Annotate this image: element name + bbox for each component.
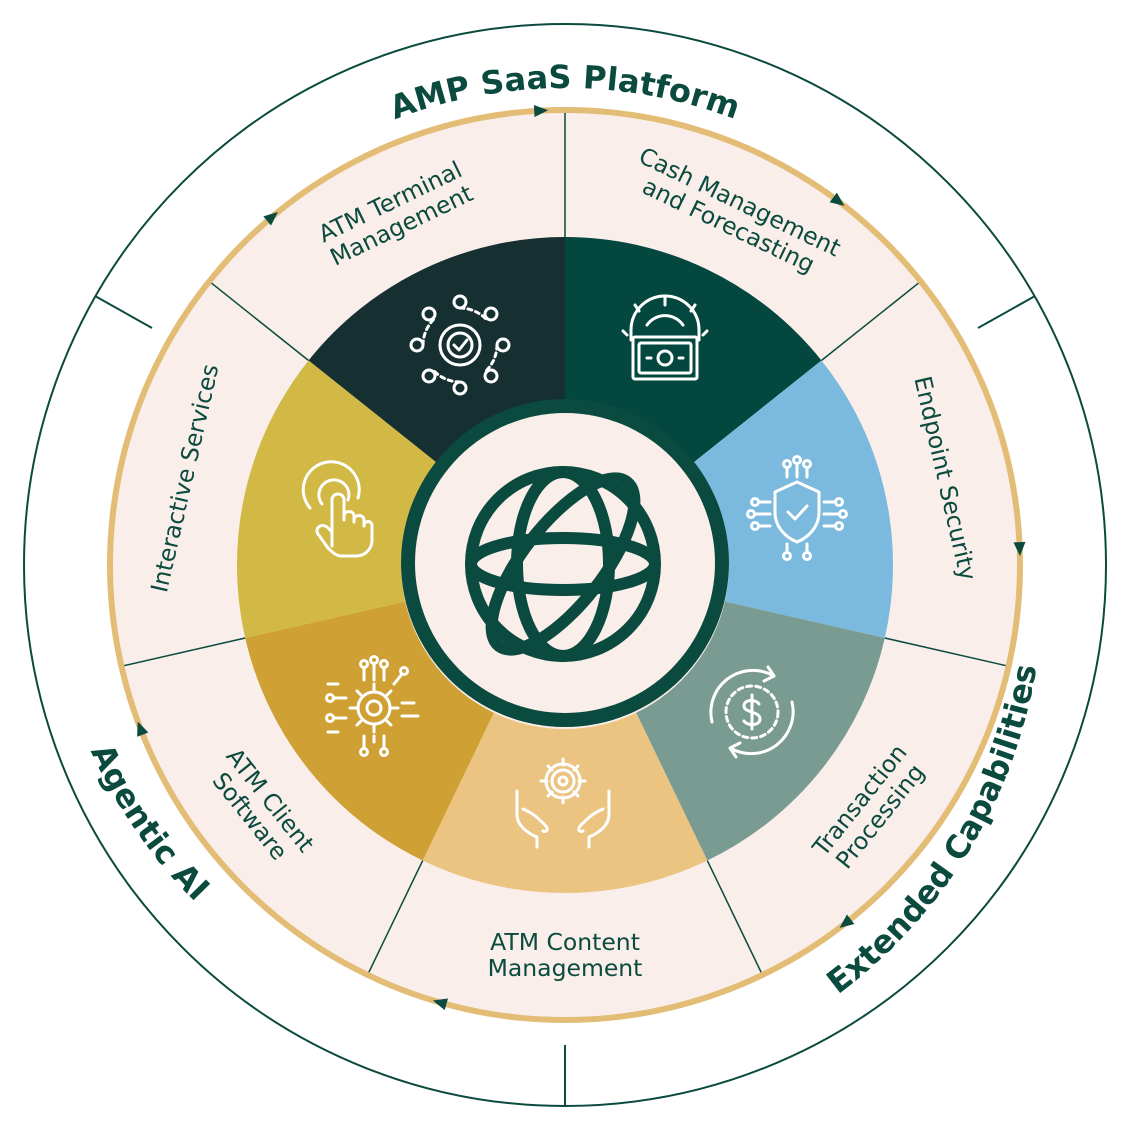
band-divider <box>820 282 919 362</box>
dollar-cycle-icon <box>709 665 795 759</box>
ring-arrow <box>839 914 855 928</box>
ring-arrow <box>263 211 278 226</box>
segment-security <box>693 360 893 638</box>
band-divider <box>884 637 1006 667</box>
segment-transaction <box>636 601 885 861</box>
segment-label-line: ATM Content <box>490 928 640 956</box>
hands-gear-icon <box>515 757 611 849</box>
segment-interactive <box>237 360 437 638</box>
band-divider <box>211 282 310 362</box>
band-divider <box>124 637 246 667</box>
band-divider <box>368 860 424 973</box>
network-check-icon <box>409 294 511 396</box>
band-dividers <box>124 113 1006 973</box>
ring-arrows <box>137 104 1026 1011</box>
globe-icon <box>465 466 661 662</box>
ring-arrow <box>432 998 448 1011</box>
segment-terminal <box>308 237 565 463</box>
segment-label-line: Management <box>488 954 643 982</box>
ring-arrow <box>137 721 149 737</box>
cash-register-icon <box>621 294 709 381</box>
gear-circuit-icon <box>325 655 420 757</box>
segment-content <box>422 712 708 893</box>
center-disc <box>415 413 715 713</box>
segment-icons <box>301 294 848 849</box>
touch-hand-icon <box>301 460 374 558</box>
segment-client <box>245 601 494 861</box>
segment-cash <box>565 237 822 463</box>
shield-circuit-icon <box>746 455 848 561</box>
band-divider <box>706 860 762 973</box>
ring-arrow <box>1013 541 1026 557</box>
segments <box>237 237 893 893</box>
outer-ring-dividers <box>94 295 1036 1106</box>
ring-arrow <box>829 192 845 206</box>
ring-arrow <box>533 104 549 117</box>
